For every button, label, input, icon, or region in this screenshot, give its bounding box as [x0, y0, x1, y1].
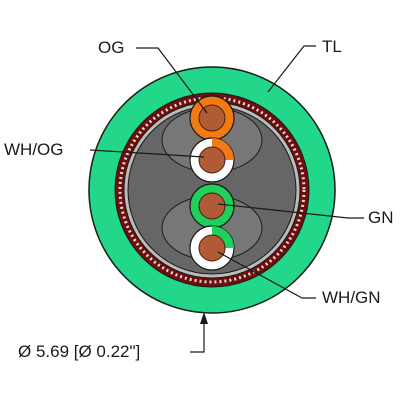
shield-braid-texture [118, 96, 306, 284]
conductor-gn [189, 183, 235, 229]
leader-tl [267, 45, 316, 93]
leader-wh-og [89, 149, 205, 158]
leader-gn [217, 203, 364, 219]
leader-diameter [190, 322, 205, 353]
label-diameter: Ø 5.69 [Ø 0.22"] [18, 342, 141, 361]
diameter-arrowhead [200, 312, 208, 324]
leader-wh-gn [217, 251, 316, 299]
leader-og [136, 47, 208, 114]
conductor-wh-gn [189, 225, 235, 271]
label-wh-og: WH/OG [4, 140, 64, 159]
label-wh-gn: WH/GN [322, 288, 381, 307]
conductor-og [189, 95, 235, 141]
label-og: OG [98, 38, 125, 57]
conductor-wh-og [189, 137, 235, 183]
label-tl: TL [322, 37, 342, 56]
label-gn: GN [368, 208, 394, 227]
